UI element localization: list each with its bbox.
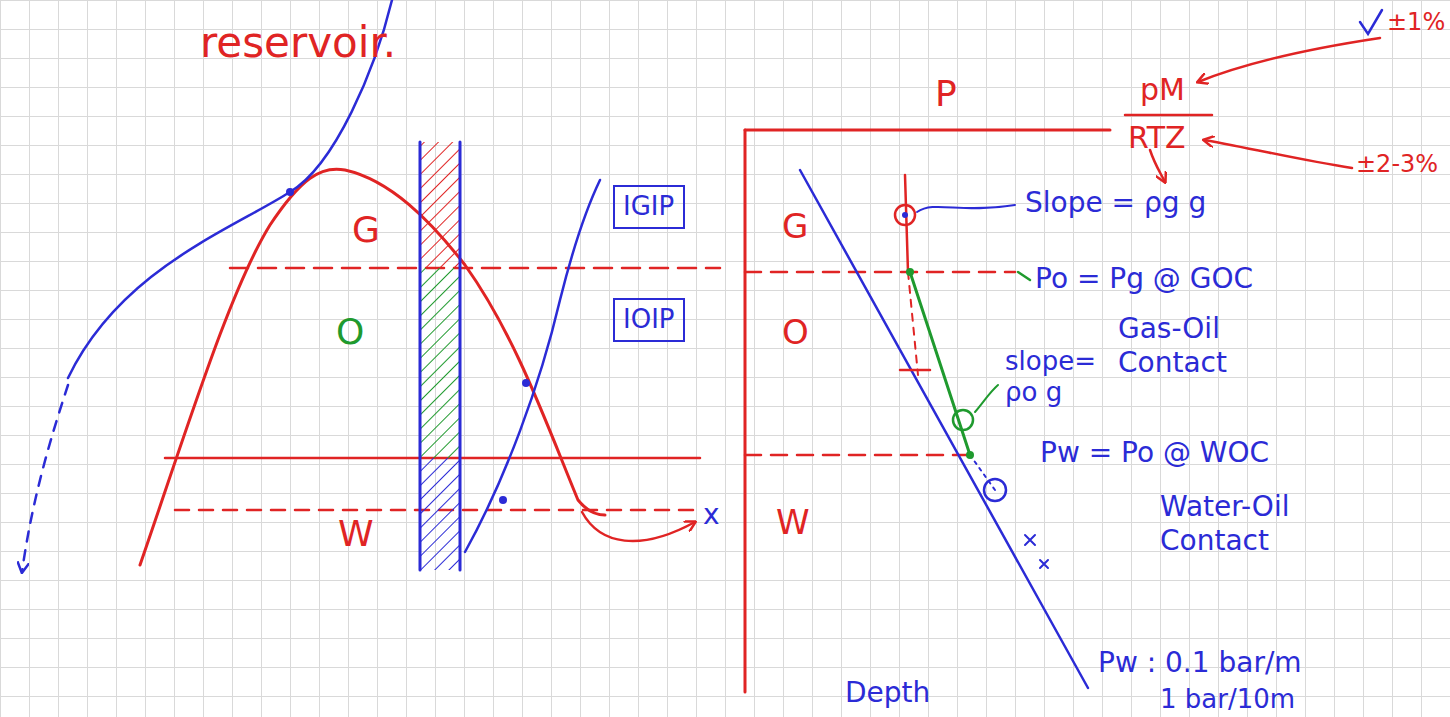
box-text: IOIP [623, 304, 675, 335]
gradient-note: Pw : 0.1 bar/m [1098, 646, 1302, 680]
title-note: reservoir. [200, 18, 396, 68]
zone-letter: O [336, 310, 364, 353]
slope-note: slope= ρo g [1005, 346, 1105, 408]
formula-numerator: pM [1140, 72, 1185, 108]
zone-letter: W [776, 502, 810, 543]
contact-equation: Po = Pg @ GOC [1035, 262, 1253, 296]
axis-mark: x [703, 498, 720, 532]
zone-letter: O [782, 312, 809, 353]
volume-box: IGIP [613, 185, 685, 229]
contact-name: Water-Oil Contact [1160, 490, 1350, 557]
box-text: IGIP [623, 191, 675, 222]
volume-box: IOIP [613, 298, 685, 342]
zone-letter: G [352, 208, 380, 251]
gradient-note: 1 bar/10m [1160, 684, 1295, 715]
contact-equation: Pw = Po @ WOC [1040, 436, 1269, 470]
accuracy-note: ±1% [1387, 8, 1445, 37]
axis-label: Depth [845, 676, 930, 710]
zone-letter: G [782, 206, 808, 247]
accuracy-note: ±2-3% [1356, 150, 1438, 179]
formula-denominator: RTZ [1128, 120, 1186, 156]
slope-note: Slope = ρg g [1025, 186, 1206, 220]
zone-letter: W [338, 512, 374, 555]
contact-name: Gas-Oil Contact [1118, 312, 1258, 379]
axis-label: P [935, 72, 957, 115]
